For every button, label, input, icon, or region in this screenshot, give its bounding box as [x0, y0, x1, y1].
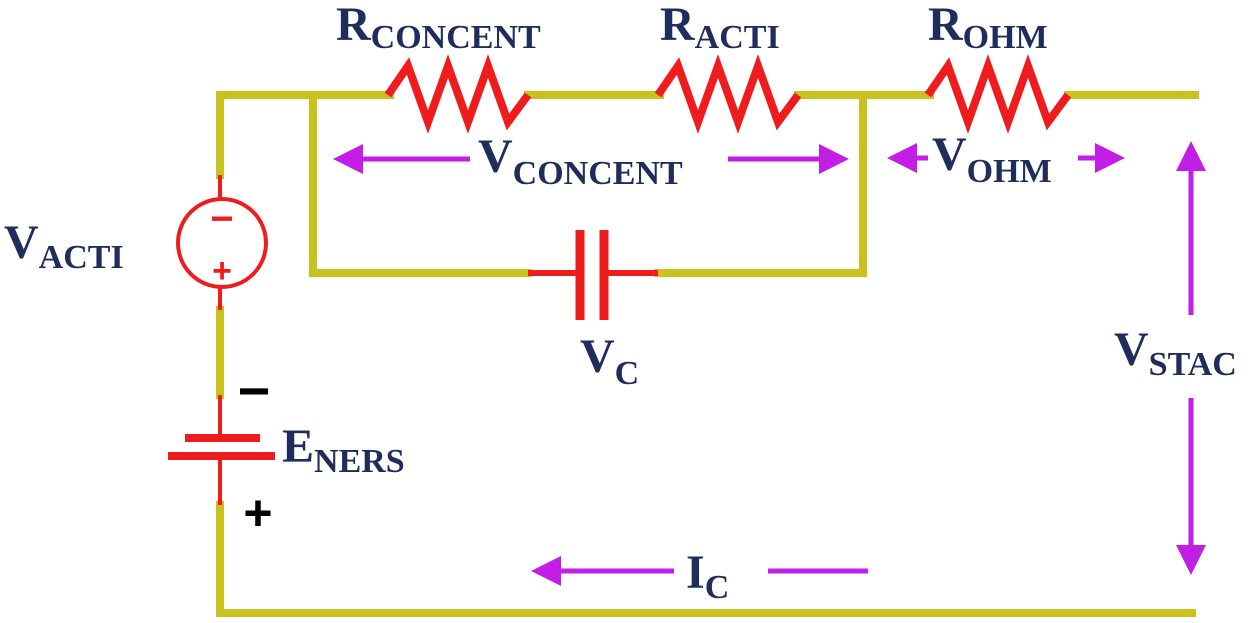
resistor-r-ohm [924, 54, 1072, 134]
label-i-c: IC [686, 546, 729, 606]
label-v-concent: VCONCENT [478, 130, 683, 192]
battery-e-ners: − + [168, 359, 275, 541]
resistor-r-concent [384, 54, 532, 134]
label-v-acti-main: V [4, 216, 39, 269]
battery-minus-sign: − [238, 359, 271, 422]
label-i-c-main: I [686, 546, 705, 599]
label-v-concent-main: V [478, 130, 513, 183]
label-r-ohm-main: R [928, 0, 964, 51]
source-minus-sign: − [210, 197, 233, 241]
label-r-concent-sub: CONCENT [371, 19, 541, 56]
label-i-c-sub: C [705, 569, 730, 606]
label-v-stac-main: V [1114, 323, 1149, 376]
label-r-concent: RCONCENT [336, 0, 541, 56]
label-v-stac: VSTAC [1114, 323, 1237, 383]
label-v-c-main: V [580, 330, 615, 383]
source-circle [176, 197, 268, 289]
label-e-ners-main: E [282, 420, 314, 473]
labels: RCONCENT RACTI ROHM VCONCENT VOHM VACTI … [4, 0, 1237, 606]
battery-plus-sign: + [243, 485, 272, 541]
label-r-concent-main: R [336, 0, 372, 51]
resistor-r-acti [654, 54, 802, 134]
source-plus-sign: + [212, 252, 232, 290]
label-v-stac-sub: STAC [1149, 346, 1237, 383]
label-v-concent-sub: CONCENT [513, 155, 683, 192]
resistors [384, 54, 1072, 134]
label-v-ohm-main: V [932, 128, 967, 181]
label-v-acti: VACTI [4, 216, 124, 276]
label-r-acti-main: R [660, 0, 696, 51]
arrows [333, 141, 1206, 586]
label-r-ohm: ROHM [928, 0, 1048, 56]
label-r-acti: RACTI [660, 0, 780, 56]
label-v-ohm-sub: OHM [967, 153, 1052, 190]
label-v-c: VC [580, 330, 639, 392]
label-r-acti-sub: ACTI [695, 19, 780, 56]
wires [216, 91, 1199, 617]
capacitor [528, 230, 658, 320]
label-v-ohm: VOHM [932, 128, 1052, 190]
label-e-ners: ENERS [282, 420, 405, 480]
voltage-source-v-acti: − + [176, 175, 268, 310]
label-v-acti-sub: ACTI [39, 239, 124, 276]
label-v-c-sub: C [615, 355, 640, 392]
label-e-ners-sub: NERS [314, 443, 405, 480]
label-r-ohm-sub: OHM [963, 19, 1048, 56]
